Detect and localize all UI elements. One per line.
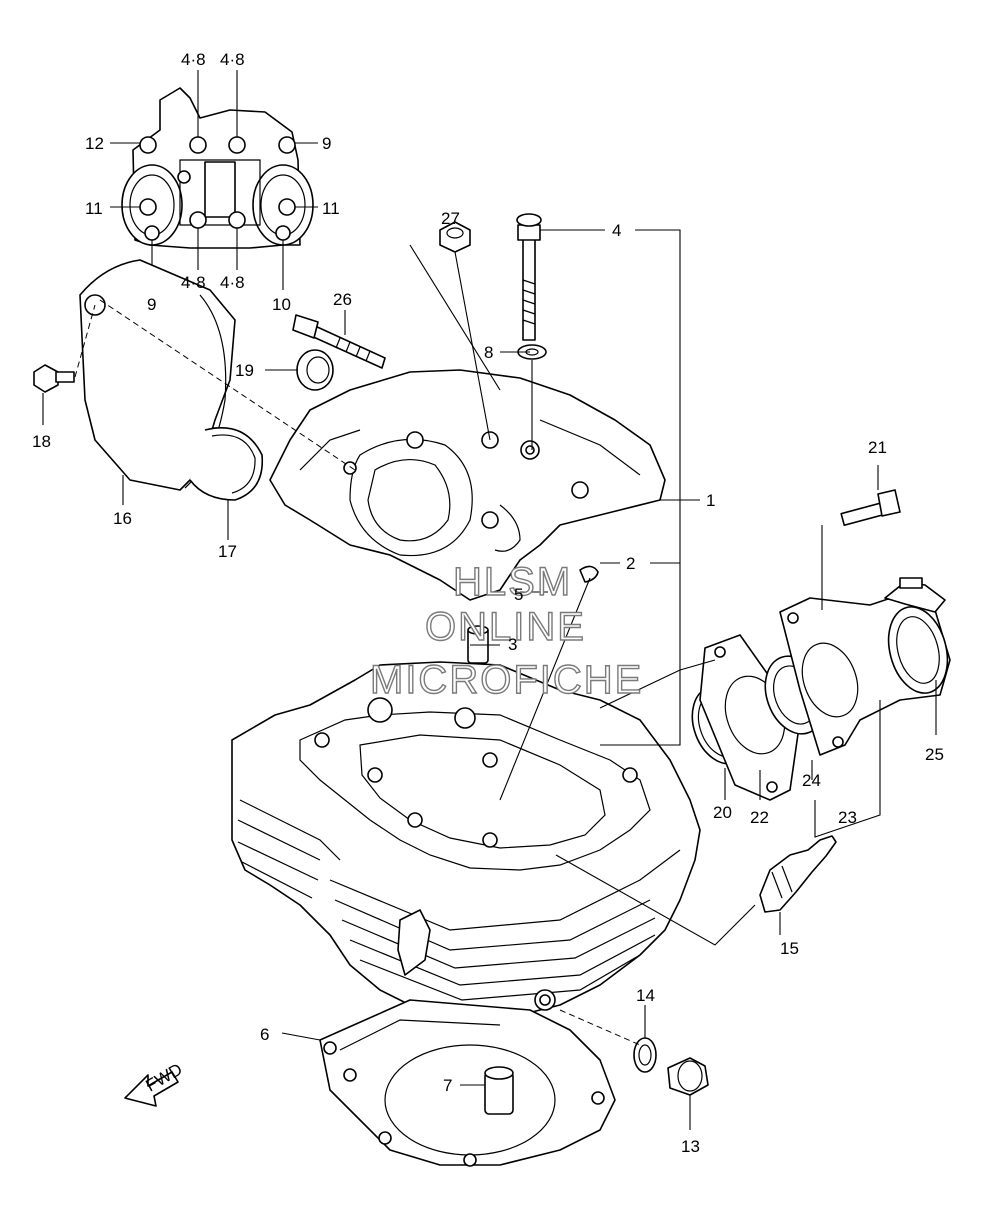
callout-13: 13 bbox=[681, 1137, 700, 1156]
stud-bolt bbox=[292, 314, 386, 369]
inset-callout-10: 10 bbox=[272, 295, 291, 314]
cylinder-head bbox=[231, 661, 701, 1021]
callout-27: 27 bbox=[441, 209, 460, 228]
forward-direction-arrow: FWD bbox=[124, 1060, 186, 1107]
cylinder-head-gasket bbox=[319, 999, 616, 1167]
intake-spacer bbox=[699, 634, 801, 801]
callout-7: 7 bbox=[443, 1076, 452, 1095]
cylinder-head-cover bbox=[269, 369, 666, 601]
callout-19: 19 bbox=[235, 361, 254, 380]
inset-callout-4-8-top-right: 4·8 bbox=[220, 50, 245, 69]
watermark-line2: ONLINE bbox=[425, 605, 586, 649]
callout-24: 24 bbox=[802, 771, 821, 790]
callout-2: 2 bbox=[626, 554, 635, 573]
callout-18: 18 bbox=[32, 432, 51, 451]
callout-16: 16 bbox=[113, 509, 132, 528]
inset-callout-9-bottom: 9 bbox=[147, 295, 156, 314]
drain-plug bbox=[667, 1057, 709, 1096]
inset-callout-11-right: 11 bbox=[322, 199, 340, 218]
nut bbox=[439, 221, 471, 253]
bolt-pattern-inset bbox=[110, 70, 318, 290]
callout-22: 22 bbox=[750, 808, 769, 827]
intake-pipe bbox=[779, 594, 951, 756]
inset-callout-11-left: 11 bbox=[85, 199, 103, 218]
drain-washer bbox=[633, 1037, 657, 1073]
callout-26: 26 bbox=[333, 290, 352, 309]
callout-17: 17 bbox=[218, 542, 237, 561]
callout-14: 14 bbox=[636, 986, 655, 1005]
callout-21: 21 bbox=[868, 438, 887, 457]
leader-lines bbox=[42, 229, 937, 1130]
oil-seal bbox=[296, 349, 334, 391]
intake-bolt bbox=[840, 489, 901, 527]
spark-plug bbox=[759, 835, 837, 913]
callout-1: 1 bbox=[706, 491, 715, 510]
inset-callouts: 4·8 4·8 12 9 11 11 4·8 4·8 9 10 bbox=[85, 50, 340, 314]
head-bolt bbox=[516, 213, 542, 341]
inset-callout-4-8-bottom-left: 4·8 bbox=[181, 273, 206, 292]
callout-23: 23 bbox=[838, 808, 857, 827]
inset-callout-4-8-bottom-right: 4·8 bbox=[220, 273, 245, 292]
callout-8: 8 bbox=[484, 343, 493, 362]
intake-clamp bbox=[884, 577, 946, 613]
o-ring bbox=[189, 426, 264, 501]
cap-bolt bbox=[33, 364, 75, 393]
inset-callout-12: 12 bbox=[85, 134, 104, 153]
inset-callout-4-8-top-left: 4·8 bbox=[181, 50, 206, 69]
callout-6: 6 bbox=[260, 1025, 269, 1044]
dowel-pin bbox=[484, 1066, 514, 1115]
callout-20: 20 bbox=[713, 803, 732, 822]
inset-callout-9-right: 9 bbox=[322, 134, 331, 153]
callout-4: 4 bbox=[612, 221, 621, 240]
watermark-line3: MICROFICHE bbox=[370, 658, 643, 702]
part-callouts: 1 2 3 4 5 6 7 8 13 14 15 16 17 18 19 20 … bbox=[32, 209, 944, 1156]
callout-25: 25 bbox=[925, 745, 944, 764]
watermark-line1: HLSM bbox=[453, 560, 572, 604]
callout-15: 15 bbox=[780, 939, 799, 958]
callout-5: 5 bbox=[514, 585, 523, 604]
watermark: HLSM ONLINE MICROFICHE bbox=[369, 559, 643, 702]
callout-3: 3 bbox=[508, 635, 517, 654]
